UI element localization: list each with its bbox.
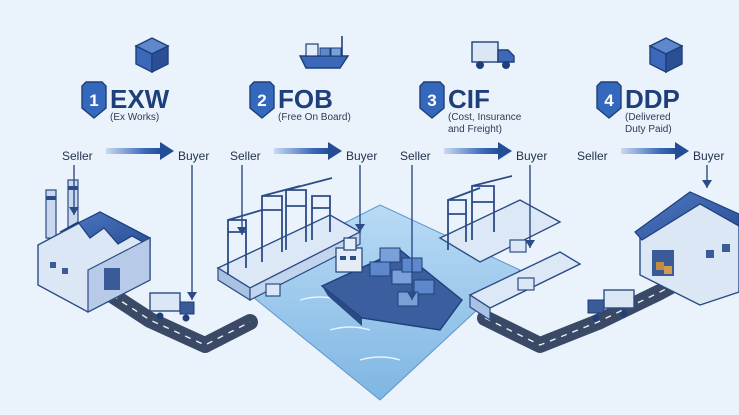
- box-icon: [648, 37, 684, 74]
- truck-icon: [471, 41, 515, 69]
- responsibility-lines: [407, 165, 535, 300]
- buyer-label: Buyer: [178, 149, 209, 163]
- incoterm-full-name: (Free On Board): [278, 112, 351, 123]
- ship-icon: [298, 36, 350, 69]
- port-cranes: [227, 175, 513, 275]
- cargo-ship: [320, 237, 463, 331]
- incoterm-full-name: and Freight): [448, 124, 502, 135]
- seller-to-buyer-arrow: [106, 142, 174, 160]
- incoterm-abbreviation: CIF: [448, 84, 490, 114]
- seller-label: Seller: [400, 149, 431, 163]
- incoterm-full-name: (Ex Works): [110, 112, 159, 123]
- seller-label: Seller: [577, 149, 608, 163]
- step-number: 4: [604, 91, 614, 110]
- crates: [265, 239, 535, 297]
- port-platform-left: [216, 214, 362, 302]
- seller-to-buyer-arrow: [444, 142, 512, 160]
- responsibility-lines: [69, 165, 197, 300]
- seller-to-buyer-arrow: [274, 142, 342, 160]
- responsibility-lines: [702, 165, 712, 188]
- incoterm-full-name: (Delivered: [625, 112, 671, 123]
- incoterm-abbreviation: FOB: [278, 84, 333, 114]
- incoterm-fob: 2 FOB(Free On Board) Seller Buyer: [230, 36, 377, 235]
- incoterms-labels: 1 EXW(Ex Works) Seller Buyer 2 FOB(Free On Bo…: [62, 36, 724, 300]
- delivery-truck-right: [587, 289, 635, 322]
- factory-illustration: [37, 179, 151, 313]
- seller-label: Seller: [62, 149, 93, 163]
- responsibility-lines: [237, 165, 365, 235]
- seller-label: Seller: [230, 149, 261, 163]
- buyer-label: Buyer: [516, 149, 547, 163]
- incoterm-full-name: (Cost, Insurance: [448, 112, 522, 123]
- incoterm-full-name: Duty Paid): [625, 124, 672, 135]
- step-number-badge: 2: [249, 81, 275, 119]
- step-number-badge: 3: [419, 81, 445, 119]
- delivery-truck-left: [149, 292, 195, 322]
- box-icon: [134, 37, 170, 74]
- step-number: 2: [257, 91, 266, 110]
- incoterm-exw: 1 EXW(Ex Works) Seller Buyer: [62, 37, 209, 300]
- incoterm-abbreviation: DDP: [625, 84, 680, 114]
- seller-to-buyer-arrow: [621, 142, 689, 160]
- buyer-label: Buyer: [693, 149, 724, 163]
- warehouse-illustration: [634, 191, 739, 306]
- buyer-label: Buyer: [346, 149, 377, 163]
- step-number: 1: [89, 91, 98, 110]
- step-number-badge: 1: [81, 81, 107, 119]
- step-number: 3: [427, 91, 436, 110]
- step-number-badge: 4: [596, 81, 622, 119]
- incoterm-abbreviation: EXW: [110, 84, 170, 114]
